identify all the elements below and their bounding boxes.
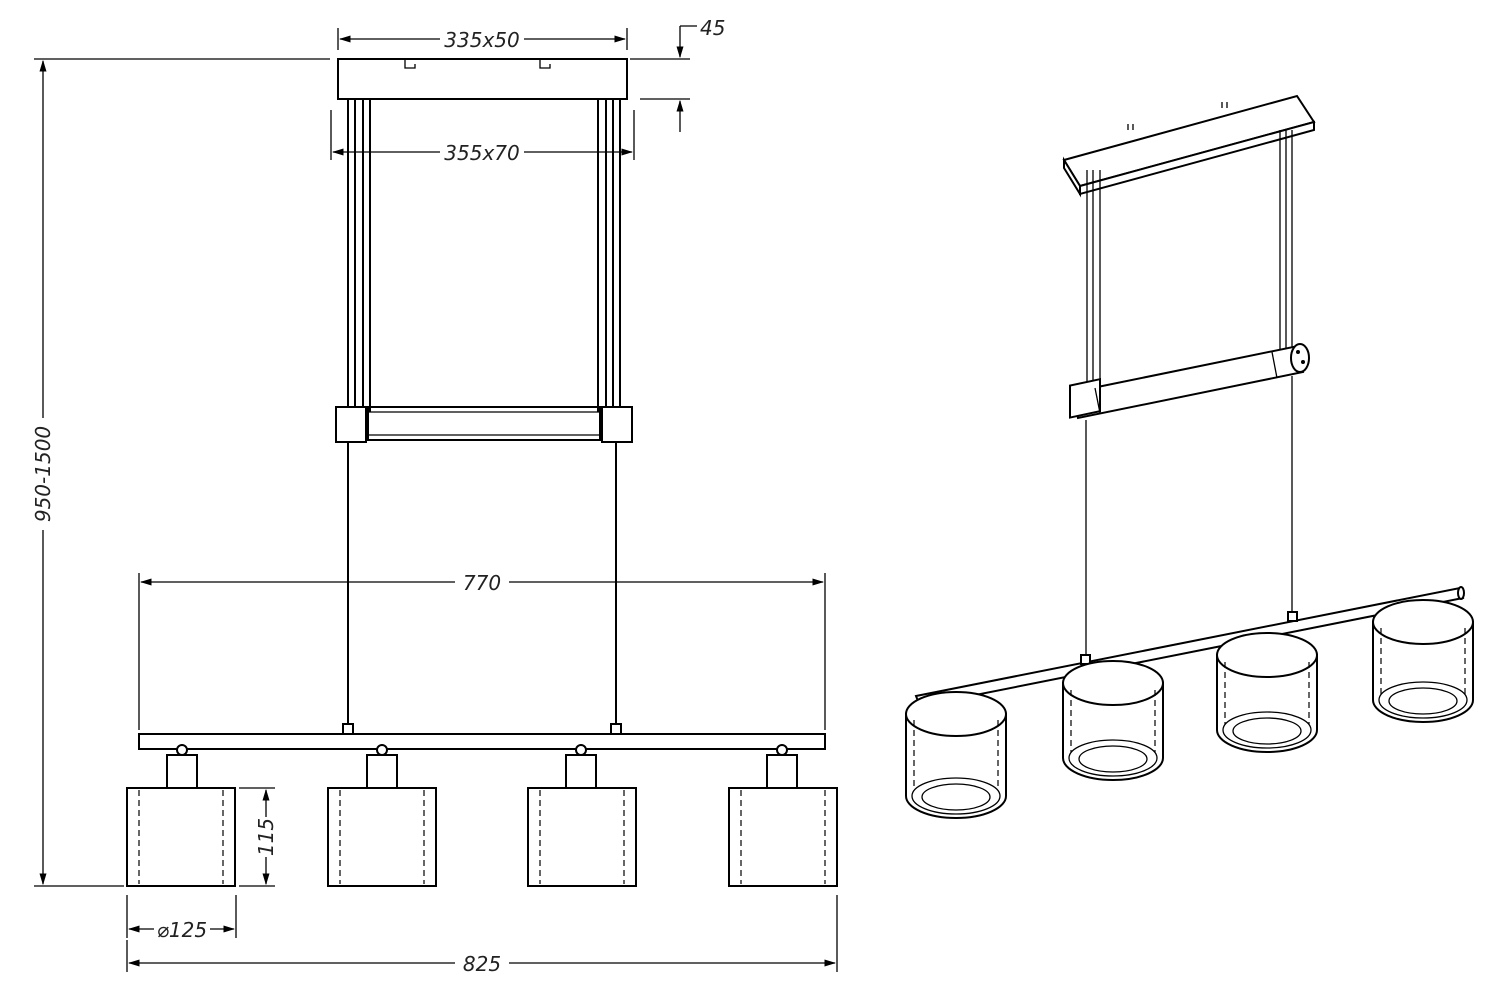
dim-total-width: 825 xyxy=(126,895,838,976)
dim-shade-height-label: 115 xyxy=(254,818,278,856)
height-adjuster xyxy=(335,406,633,443)
spotlight-1 xyxy=(126,744,236,887)
lamp-bar xyxy=(138,733,826,750)
dim-height: 950-1500 xyxy=(31,58,330,887)
spotlight-4 xyxy=(728,744,838,887)
canopy-plate xyxy=(337,58,628,100)
dim-bracket: 355x70 xyxy=(330,110,635,165)
dim-shade-height: 115 xyxy=(239,787,278,887)
dim-canopy-height: 45 xyxy=(630,16,725,132)
dim-shade-diameter-label: ⌀125 xyxy=(157,918,207,942)
spotlight-3 xyxy=(527,744,637,887)
perspective-spotlight-4 xyxy=(1372,599,1474,723)
dim-canopy-height-label: 45 xyxy=(700,16,725,40)
perspective-tube xyxy=(1069,343,1310,420)
dim-shade-diameter: ⌀125 xyxy=(126,895,237,942)
spotlight-2 xyxy=(327,744,437,887)
dim-bar-width: 770 xyxy=(138,571,826,730)
perspective-canopy xyxy=(1062,94,1316,198)
dim-height-label: 950-1500 xyxy=(31,426,55,522)
dim-total-width-label: 825 xyxy=(463,952,501,976)
perspective-view xyxy=(905,94,1474,819)
perspective-spotlight-2 xyxy=(1062,660,1164,781)
perspective-spotlight-3 xyxy=(1216,632,1318,753)
dim-bar-width-label: 770 xyxy=(463,571,501,595)
front-view: 335x50 45 355x70 950-1500 xyxy=(31,16,838,976)
dim-canopy: 335x50 xyxy=(337,28,628,52)
dim-bracket-label: 355x70 xyxy=(444,141,519,165)
dim-canopy-label: 335x50 xyxy=(444,28,519,52)
perspective-spotlight-1 xyxy=(905,691,1007,819)
